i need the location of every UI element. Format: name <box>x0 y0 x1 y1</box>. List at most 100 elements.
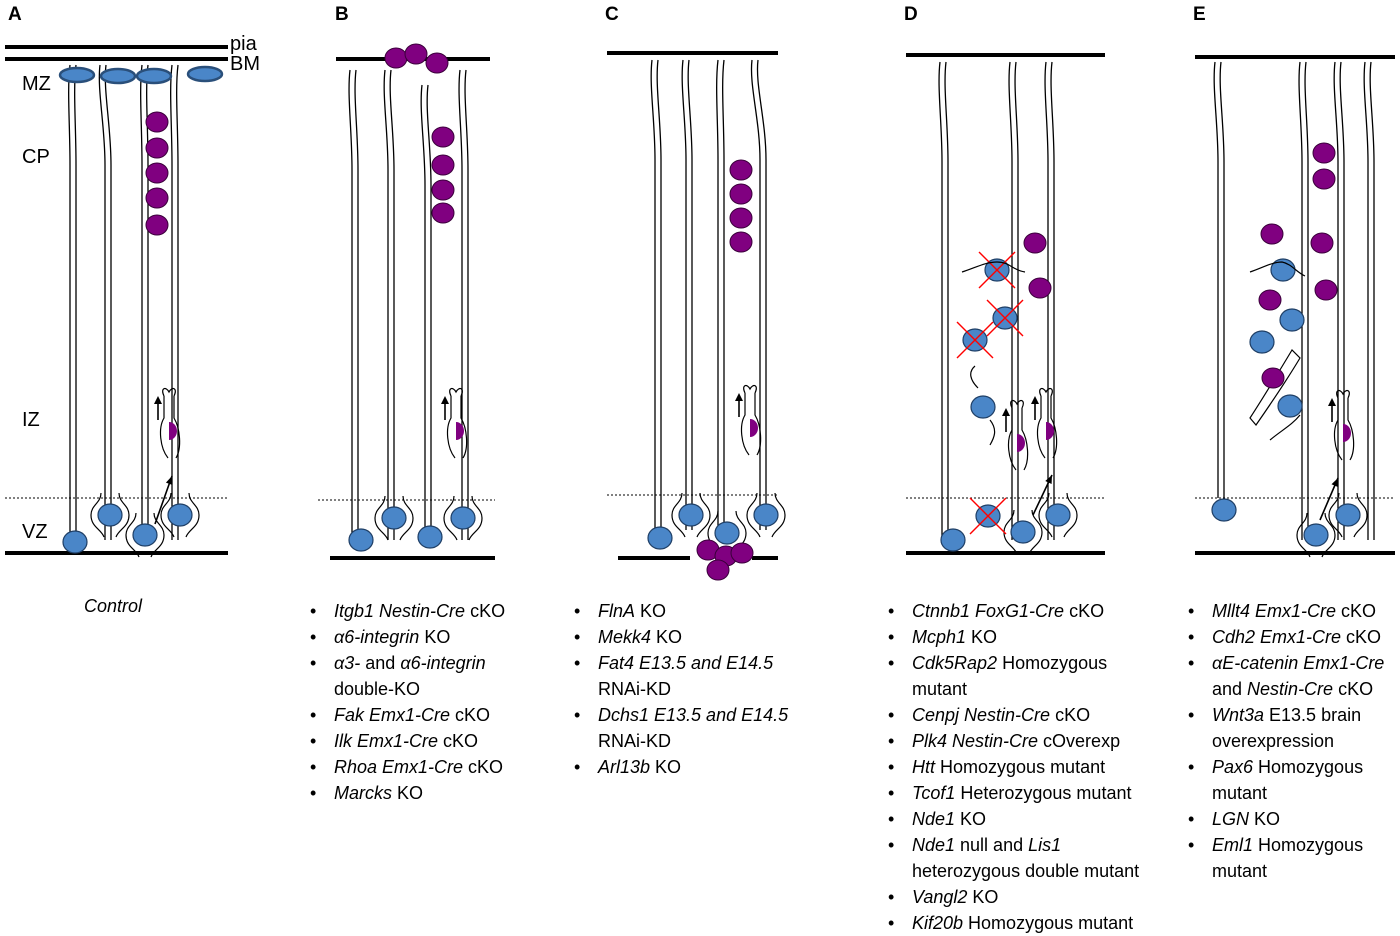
radial-glia-fiber <box>938 61 943 540</box>
neuron-cell <box>706 559 730 581</box>
radial-glia-fiber <box>389 69 395 540</box>
neuron-cell <box>425 52 449 74</box>
radial-glia-fiber <box>68 64 71 540</box>
neuron-cell <box>1314 279 1338 301</box>
progenitor-cell <box>167 503 193 527</box>
cell-process <box>1269 414 1301 441</box>
cross-mark <box>978 251 1016 289</box>
progenitor-cell <box>1249 330 1275 354</box>
radial-glia-fiber <box>656 59 662 530</box>
cajal-retzius-cell <box>135 67 173 85</box>
neuron-cell <box>1023 232 1047 254</box>
caption-line: double-KO <box>334 679 421 699</box>
neuron-cell <box>384 47 408 69</box>
caption-line: Nde1 null and Lis1 <box>884 832 1184 858</box>
neuron-cell <box>729 207 753 229</box>
caption-line: Cdk5Rap2 Homozygous <box>884 650 1184 676</box>
migrating-neuron-outline <box>1036 387 1058 459</box>
cajal-retzius-cell <box>99 67 137 85</box>
progenitor-cell <box>647 526 673 550</box>
caption-line: RNAi-KD <box>598 679 672 699</box>
migrating-neuron-outline <box>159 387 181 459</box>
radial-glia-endfoot <box>1296 512 1336 558</box>
cell-process <box>1249 261 1306 277</box>
arrow-shaft <box>154 475 173 525</box>
caption-line: Dchs1 E13.5 and E14.5 <box>570 702 860 728</box>
caption-line: Mekk4 KO <box>570 624 860 650</box>
progenitor-cell <box>1335 503 1361 527</box>
radial-glia-fiber <box>1050 61 1055 540</box>
caption-line: Nde1 KO <box>884 806 1184 832</box>
radial-glia-fiber <box>1333 61 1339 540</box>
caption-line: Mcph1 KO <box>884 624 1184 650</box>
radial-glia-fiber <box>140 64 143 540</box>
radial-glia-endfoot <box>746 492 786 538</box>
radial-glia-fiber <box>687 59 693 530</box>
caption-d: Ctnnb1 FoxG1-Cre cKOMcph1 KOCdk5Rap2 Hom… <box>884 598 1184 936</box>
neuron-cell <box>729 183 753 205</box>
caption-line: Itgb1 Nestin-Cre cKO <box>306 598 566 624</box>
progenitor-cell <box>1277 394 1303 418</box>
iz-label: IZ <box>22 409 40 431</box>
radial-glia-endfoot <box>125 512 165 558</box>
caption-line: mutant <box>1212 783 1268 803</box>
radial-glia-fiber <box>74 64 77 540</box>
progenitor-cell <box>62 530 88 554</box>
progenitor-cell <box>1045 503 1071 527</box>
radial-glia-fiber <box>104 64 112 540</box>
cajal-retzius-cell <box>186 65 224 83</box>
caption-line: mutant <box>1212 861 1268 881</box>
caption-line: and Nestin-Cre cKO <box>1212 679 1374 699</box>
progenitor-cell <box>1010 520 1036 544</box>
radial-glia-endfoot <box>90 492 130 538</box>
migrating-neuron-outline <box>1333 389 1355 461</box>
migrating-neuron-outline <box>1007 399 1029 471</box>
caption-line: Pax6 Homozygous <box>1184 754 1396 780</box>
radial-glia-fiber <box>722 59 725 530</box>
panel-letter-c: C <box>605 4 619 25</box>
radial-glia-fiber <box>1369 61 1375 540</box>
tilted-migrating-neuron <box>1249 349 1301 426</box>
caption-line: LGN KO <box>1184 806 1396 832</box>
progenitor-cell <box>132 523 158 547</box>
panel-letter-e: E <box>1193 4 1206 25</box>
caption-line: Marcks KO <box>306 780 566 806</box>
radial-glia-fiber <box>944 61 949 540</box>
progenitor-cell <box>1303 523 1329 547</box>
neuron-cell <box>729 231 753 253</box>
radial-glia-fiber <box>1213 61 1219 498</box>
up-arrow-head <box>735 393 743 401</box>
cross-mark <box>986 299 1024 337</box>
caption-line: RNAi-KD <box>598 731 672 751</box>
migrating-neuron-outline <box>446 387 468 459</box>
neuron-cell <box>145 187 169 209</box>
caption-line: α3- and α6-integrin <box>306 650 566 676</box>
radial-glia-fiber <box>1044 61 1049 540</box>
panel-letter-b: B <box>335 4 349 25</box>
progenitor-cell <box>450 506 476 530</box>
radial-glia-fiber <box>1304 61 1309 540</box>
radial-glia-fiber <box>348 69 353 540</box>
radial-glia-fiber <box>1298 61 1303 540</box>
neuron-cell <box>431 126 455 148</box>
progenitor-cell <box>753 503 779 527</box>
caption-line: α6-integrin KO <box>306 624 566 650</box>
cp-label: CP <box>22 146 50 168</box>
caption-line: FlnA KO <box>570 598 860 624</box>
progenitor-cell <box>678 503 704 527</box>
control-caption: Control <box>84 596 143 616</box>
radial-glia-fiber <box>1363 61 1369 540</box>
neuron-cell <box>1312 142 1336 164</box>
caption-line: αE-catenin Emx1-Cre <box>1184 650 1396 676</box>
neuron-cell <box>1258 289 1282 311</box>
migrating-neuron-nucleus <box>750 419 758 437</box>
radial-glia-endfoot <box>374 495 414 541</box>
caption-line: Arl13b KO <box>570 754 860 780</box>
caption-line: mutant <box>912 679 968 699</box>
neuron-cell <box>431 202 455 224</box>
radial-glia-fiber <box>1008 61 1013 540</box>
migrating-neuron-nucleus <box>169 422 177 440</box>
radial-glia-fiber <box>756 59 767 530</box>
vz-label: VZ <box>22 521 48 543</box>
